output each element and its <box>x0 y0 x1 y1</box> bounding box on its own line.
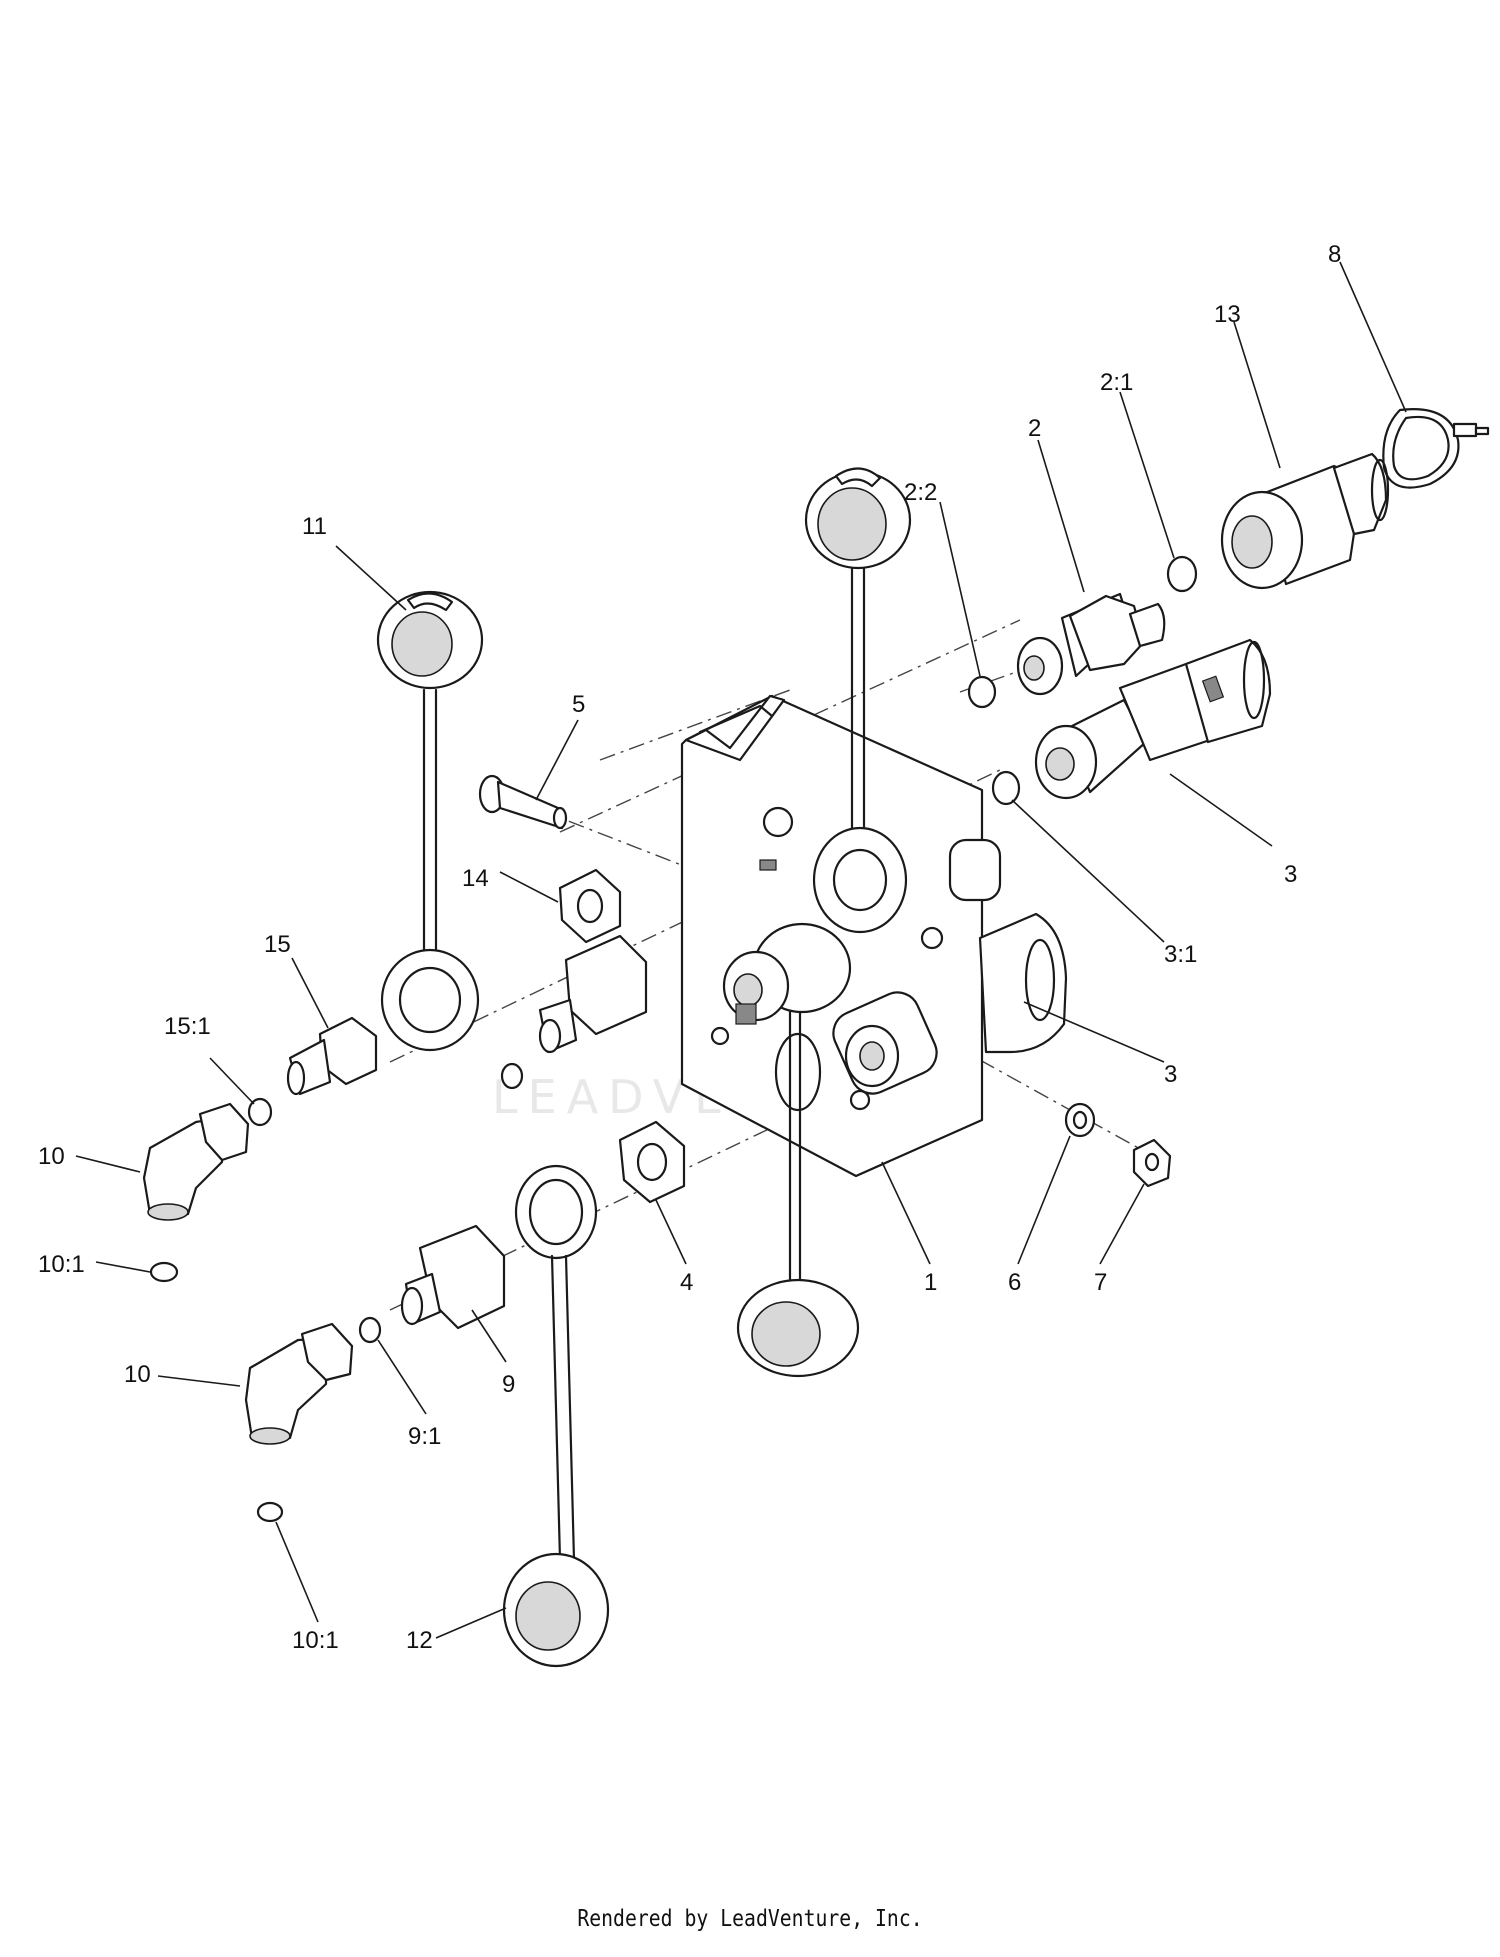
callout-14: 14 <box>462 865 489 892</box>
o-ring-9-1 <box>358 1316 382 1344</box>
callout-2-1: 2:1 <box>1100 369 1133 396</box>
callout-8: 8 <box>1328 241 1341 268</box>
callout-2-2: 2:2 <box>904 479 937 506</box>
callout-13: 13 <box>1214 301 1241 328</box>
quick-coupler-3-upper <box>1034 638 1272 800</box>
callout-15-1: 15:1 <box>164 1013 211 1040</box>
lock-washer-6 <box>1064 1102 1096 1138</box>
fitting-adapter-middle <box>538 934 648 1054</box>
o-ring-middle <box>500 1062 524 1090</box>
callout-6: 6 <box>1008 1269 1021 1296</box>
hex-nut-14 <box>558 868 622 944</box>
callout-7: 7 <box>1094 1269 1107 1296</box>
dust-cap-11 <box>376 590 484 1052</box>
o-ring-10-1-upper <box>149 1261 179 1283</box>
straight-fitting-15 <box>286 1016 378 1096</box>
adapter-9 <box>400 1224 506 1330</box>
quick-coupler-13 <box>1220 452 1390 590</box>
callout-2: 2 <box>1028 415 1041 442</box>
elbow-fitting-10-lower <box>244 1322 354 1445</box>
callout-labels: 8 13 2:1 2 2:2 11 5 3 14 3:1 15 15:1 3 1… <box>38 241 1341 1654</box>
callout-4: 4 <box>680 1269 693 1296</box>
callout-10-lower: 10 <box>124 1361 151 1388</box>
leader-lines <box>75 261 1407 1639</box>
o-ring-10-1-lower <box>256 1501 284 1523</box>
mounted-coupler-rear <box>948 838 1068 1054</box>
callout-3-upper: 3 <box>1284 861 1297 888</box>
footer-credit: Rendered by LeadVenture, Inc. <box>577 1906 923 1932</box>
bolt-5 <box>478 774 568 830</box>
adapter-2 <box>1016 592 1166 696</box>
callout-10-1-upper: 10:1 <box>38 1251 85 1278</box>
elbow-fitting-10-upper <box>142 1102 250 1221</box>
callout-5: 5 <box>572 691 585 718</box>
band-clamp-8 <box>1382 408 1490 489</box>
hex-nut-4 <box>618 1120 686 1204</box>
callout-9-1: 9:1 <box>408 1423 441 1450</box>
hex-nut-7 <box>1132 1138 1172 1188</box>
callout-10-upper: 10 <box>38 1143 65 1170</box>
dust-cap-11-bracket-mounted <box>804 467 912 934</box>
o-ring-2-1 <box>1166 555 1198 593</box>
o-ring-3-1 <box>991 770 1021 806</box>
dust-cap-12-bracket-mounted <box>736 998 860 1378</box>
callout-1: 1 <box>924 1269 937 1296</box>
callout-3-middle: 3 <box>1164 1061 1177 1088</box>
mounted-coupler-front <box>722 922 938 1095</box>
callout-9: 9 <box>502 1371 515 1398</box>
callout-12: 12 <box>406 1627 433 1654</box>
callout-15: 15 <box>264 931 291 958</box>
callout-3-1: 3:1 <box>1164 941 1197 968</box>
callout-10-1-lower: 10:1 <box>292 1627 339 1654</box>
callout-11: 11 <box>302 513 327 540</box>
dust-cap-12 <box>502 1164 610 1668</box>
o-ring-15-1 <box>247 1097 273 1127</box>
o-ring-2-2 <box>967 675 997 709</box>
